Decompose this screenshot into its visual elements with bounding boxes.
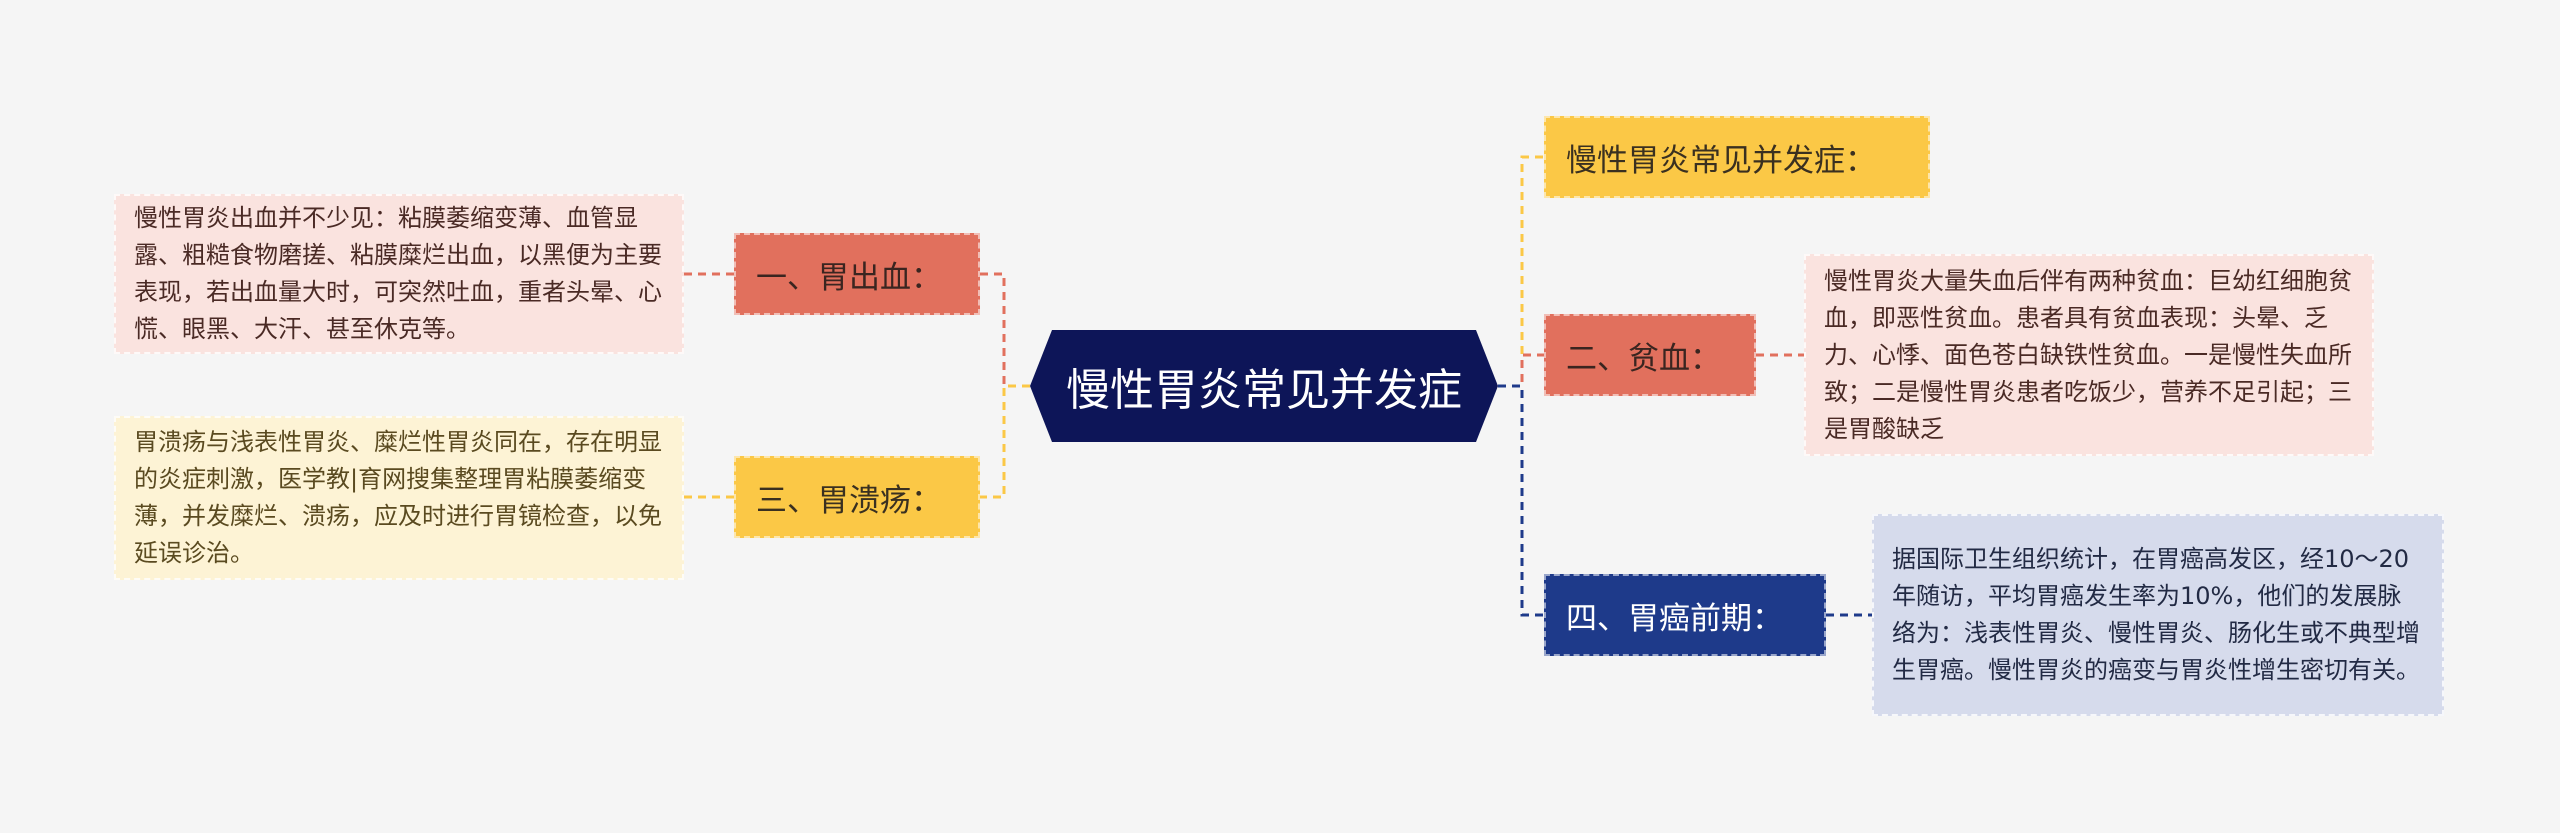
connector-root-ulcer [980, 384, 1030, 499]
branch-label: 慢性胃炎常见并发症： [1566, 142, 1876, 179]
branch-gastric-precancer[interactable]: 四、胃癌前期： [1544, 574, 1826, 656]
leaf-text: 慢性胃炎大量失血后伴有两种贫血：巨幼红细胞贫血，即恶性贫血。患者具有贫血表现：头… [1824, 266, 2352, 443]
branch-stomach-ulcer[interactable]: 三、胃溃疡： [734, 456, 980, 538]
leaf-gastric-precancer[interactable]: 据国际卫生组织统计，在胃癌高发区，经10～20年随访，平均胃癌发生率为10%，他… [1872, 514, 2444, 716]
leaf-text: 据国际卫生组织统计，在胃癌高发区，经10～20年随访，平均胃癌发生率为10%，他… [1892, 545, 2420, 684]
branch-label: 一、胃出血： [756, 259, 942, 296]
branch-anemia[interactable]: 二、贫血： [1544, 314, 1756, 396]
leaf-anemia[interactable]: 慢性胃炎大量失血后伴有两种贫血：巨幼红细胞贫血，即恶性贫血。患者具有贫血表现：头… [1804, 254, 2374, 456]
leaf-stomach-bleeding[interactable]: 慢性胃炎出血并不少见：粘膜萎缩变薄、血管显露、粗糙食物磨搓、粘膜糜烂出血，以黑便… [114, 194, 684, 354]
branch-stomach-bleeding[interactable]: 一、胃出血： [734, 233, 980, 315]
branch-label: 二、贫血： [1566, 340, 1721, 377]
leaf-text: 胃溃疡与浅表性胃炎、糜烂性胃炎同在，存在明显的炎症刺激，医学教|育网搜集整理胃粘… [134, 428, 662, 567]
root-topic[interactable]: 慢性胃炎常见并发症 [1030, 330, 1498, 442]
root-hexagon-shape [1030, 330, 1498, 442]
connector-root-summary [1498, 155, 1544, 388]
branch-summary[interactable]: 慢性胃炎常见并发症： [1544, 116, 1930, 198]
branch-label: 三、胃溃疡： [756, 482, 942, 519]
connector-root-precancer [1498, 384, 1544, 617]
leaf-stomach-ulcer[interactable]: 胃溃疡与浅表性胃炎、糜烂性胃炎同在，存在明显的炎症刺激，医学教|育网搜集整理胃粘… [114, 416, 684, 580]
connector-root-anemia [1498, 353, 1544, 388]
leaf-text: 慢性胃炎出血并不少见：粘膜萎缩变薄、血管显露、粗糙食物磨搓、粘膜糜烂出血，以黑便… [134, 204, 662, 343]
branch-label: 四、胃癌前期： [1566, 600, 1783, 637]
root-title: 慢性胃炎常见并发症 [1066, 365, 1462, 416]
connector-root-bleeding [980, 272, 1030, 388]
